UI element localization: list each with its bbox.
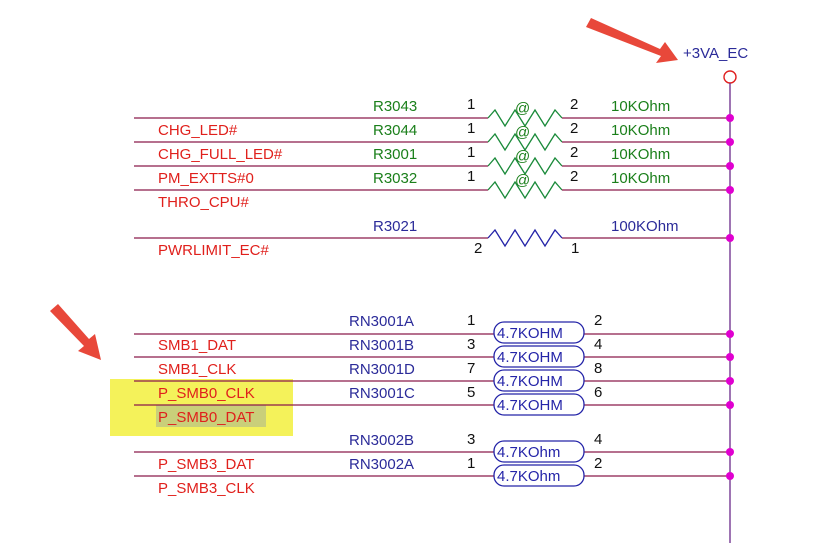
resistor-r3021: R3021 100KOhm PWRLIMIT_EC# 2 1 xyxy=(134,218,734,259)
value-label: 10KOhm xyxy=(611,122,670,139)
pin-label: 2 xyxy=(594,455,602,472)
net-label: CHG_LED# xyxy=(158,122,238,139)
power-rail-terminal xyxy=(723,70,737,84)
resistor-zigzag xyxy=(487,228,563,248)
pin-label: 3 xyxy=(467,431,475,448)
pin-label: 4 xyxy=(594,336,602,353)
marker-label: @ xyxy=(515,172,530,189)
junction-dot xyxy=(726,186,734,194)
ref-label: R3001 xyxy=(373,146,417,163)
pin-label: 8 xyxy=(594,360,602,377)
junction-dot xyxy=(726,234,734,242)
pin-label: 2 xyxy=(570,144,578,161)
marker-label: @ xyxy=(515,148,530,165)
ref-label: RN3001C xyxy=(349,385,415,402)
marker-label: @ xyxy=(515,100,530,117)
network-body xyxy=(493,440,585,463)
ref-label: RN3001A xyxy=(349,313,414,330)
junction-dot xyxy=(726,162,734,170)
resistor-network-rn3001c: P_SMB0_CLK RN3001C 5 6 4.7KOHM xyxy=(134,384,734,416)
marker-label: @ xyxy=(515,124,530,141)
pin-label: 1 xyxy=(467,455,475,472)
network-body xyxy=(493,464,585,487)
ref-label: RN3001B xyxy=(349,337,414,354)
annotation-arrow-left xyxy=(50,304,101,360)
resistor-r3001: CHG_FULL_LED# R3001 1 @ 2 10KOhm xyxy=(134,144,734,176)
resistor-r3043: R3043 1 @ 2 10KOhm xyxy=(134,96,734,128)
power-rail-label: +3VA_EC xyxy=(683,45,748,62)
value-label: 4.7KOHM xyxy=(497,325,563,342)
value-label: 4.7KOHM xyxy=(497,373,563,390)
resistor-network-rn3002b: RN3002B 3 4 4.7KOhm xyxy=(134,431,734,463)
ref-label: R3044 xyxy=(373,122,417,139)
ref-label: RN3002B xyxy=(349,432,414,449)
net-label: P_SMB0_CLK xyxy=(158,385,255,402)
selection-highlight xyxy=(156,405,266,427)
resistor-network-rn3001d: SMB1_CLK RN3001D 7 8 4.7KOHM xyxy=(134,360,734,392)
resistor-network-rn3002a: P_SMB3_DAT RN3002A 1 2 4.7KOhm xyxy=(134,455,734,487)
resistor-zigzag xyxy=(487,108,563,128)
network-body xyxy=(493,345,585,368)
value-label: 4.7KOhm xyxy=(497,468,560,485)
junction-dot xyxy=(726,448,734,456)
net-label: PM_EXTTS#0 xyxy=(158,170,254,187)
ref-label: R3043 xyxy=(373,98,417,115)
resistor-zigzag xyxy=(487,180,563,200)
net-label: THRO_CPU# xyxy=(158,194,250,211)
net-label: P_SMB3_CLK xyxy=(158,480,255,497)
junction-dot xyxy=(726,472,734,480)
junction-dot xyxy=(726,377,734,385)
value-label: 10KOhm xyxy=(611,98,670,115)
resistor-zigzag xyxy=(487,132,563,152)
junction-dot xyxy=(726,353,734,361)
pin-label: 7 xyxy=(467,360,475,377)
pin-label: 1 xyxy=(467,96,475,113)
ref-label: R3021 xyxy=(373,218,417,235)
net-label: SMB1_DAT xyxy=(158,337,236,354)
net-label: CHG_FULL_LED# xyxy=(158,146,283,163)
value-label: 100KOhm xyxy=(611,218,679,235)
junction-dot xyxy=(726,138,734,146)
pin-label: 4 xyxy=(594,431,602,448)
pin-label: 2 xyxy=(570,120,578,137)
network-body xyxy=(493,393,585,416)
pin-label: 2 xyxy=(570,96,578,113)
value-label: 4.7KOHM xyxy=(497,349,563,366)
pin-label: 1 xyxy=(467,312,475,329)
pin-label: 1 xyxy=(467,168,475,185)
value-label: 4.7KOHM xyxy=(497,397,563,414)
resistor-zigzag xyxy=(487,156,563,176)
net-label: PWRLIMIT_EC# xyxy=(158,242,270,259)
net-label: SMB1_CLK xyxy=(158,361,236,378)
network-body xyxy=(493,321,585,344)
pin-label: 1 xyxy=(467,120,475,137)
pin-label: 2 xyxy=(570,168,578,185)
ref-label: RN3001D xyxy=(349,361,415,378)
resistor-network-rn3001b: SMB1_DAT RN3001B 3 4 4.7KOHM xyxy=(134,336,734,368)
pin-label: 2 xyxy=(474,240,482,257)
net-label: P_SMB3_DAT xyxy=(158,456,254,473)
junction-dot xyxy=(726,330,734,338)
pin-label: 1 xyxy=(571,240,579,257)
network-body xyxy=(493,369,585,392)
pin-label: 5 xyxy=(467,384,475,401)
pin-label: 1 xyxy=(467,144,475,161)
junction-dot xyxy=(726,401,734,409)
ref-label: RN3002A xyxy=(349,456,414,473)
pin-label: 3 xyxy=(467,336,475,353)
value-label: 10KOhm xyxy=(611,170,670,187)
net-label-selected: P_SMB0_DAT xyxy=(158,409,254,426)
resistor-r3032: PM_EXTTS#0 R3032 1 @ 2 10KOhm xyxy=(134,168,734,200)
pin-label: 2 xyxy=(594,312,602,329)
ref-label: R3032 xyxy=(373,170,417,187)
resistor-network-rn3001a: RN3001A 1 2 4.7KOHM xyxy=(134,312,734,344)
value-label: 10KOhm xyxy=(611,146,670,163)
junction-dot xyxy=(726,114,734,122)
pin-label: 6 xyxy=(594,384,602,401)
value-label: 4.7KOhm xyxy=(497,444,560,461)
resistor-r3044: CHG_LED# R3044 1 @ 2 10KOhm xyxy=(134,120,734,152)
annotation-arrow-top xyxy=(586,18,678,63)
